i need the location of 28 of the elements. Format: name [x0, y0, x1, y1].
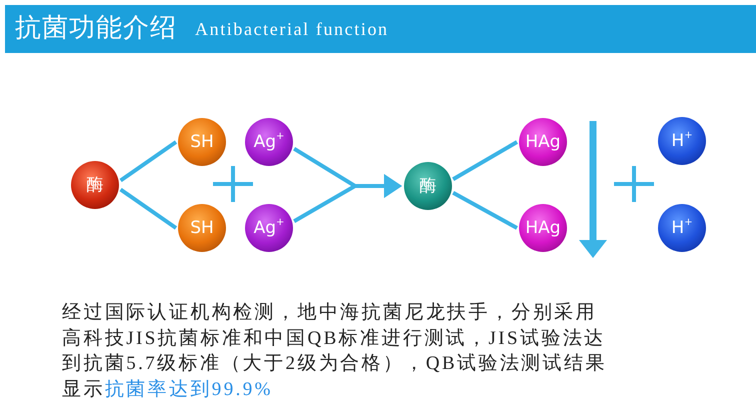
- sphere-node: [71, 161, 119, 209]
- sphere-node: [178, 204, 226, 252]
- description-text: 经过国际认证机构检测，地中海抗菌尼龙扶手，分别采用高科技JIS抗菌标准和中国QB标准进行测试，JIS试验法达到抗菌5.7级标准（大于2级为合格），QB试验法测试结果显示抗菌率达到99.9%: [62, 301, 607, 402]
- title: 抗菌功能介绍: [15, 12, 177, 45]
- connector-line: [119, 188, 178, 230]
- node-label: HAg: [525, 132, 561, 152]
- sphere-node: [519, 204, 567, 252]
- sphere-node: [245, 118, 293, 166]
- sphere-node: [178, 118, 226, 166]
- connector-line: [119, 140, 178, 182]
- sphere-node: [245, 204, 293, 252]
- node-label: Ag$^{+}$: [254, 218, 284, 238]
- node-label: 酶: [420, 176, 436, 196]
- connector-line: [452, 190, 518, 230]
- connector-line: [452, 140, 518, 181]
- node-label: HAg: [525, 218, 561, 238]
- subtitle: Antibacterial function: [195, 18, 389, 41]
- node-label: 酶: [86, 175, 104, 195]
- sphere-node: [404, 162, 452, 210]
- sphere-node: [658, 204, 706, 252]
- node-label: H$^{+}$: [671, 131, 693, 151]
- node-label: SH: [190, 132, 214, 152]
- arrow: [293, 174, 402, 223]
- node-label: Ag$^{+}$: [254, 132, 284, 152]
- sphere-node: [519, 118, 567, 166]
- node-label: H$^{+}$: [671, 218, 693, 238]
- node-label: SH: [190, 218, 214, 238]
- sphere-node: [658, 117, 706, 165]
